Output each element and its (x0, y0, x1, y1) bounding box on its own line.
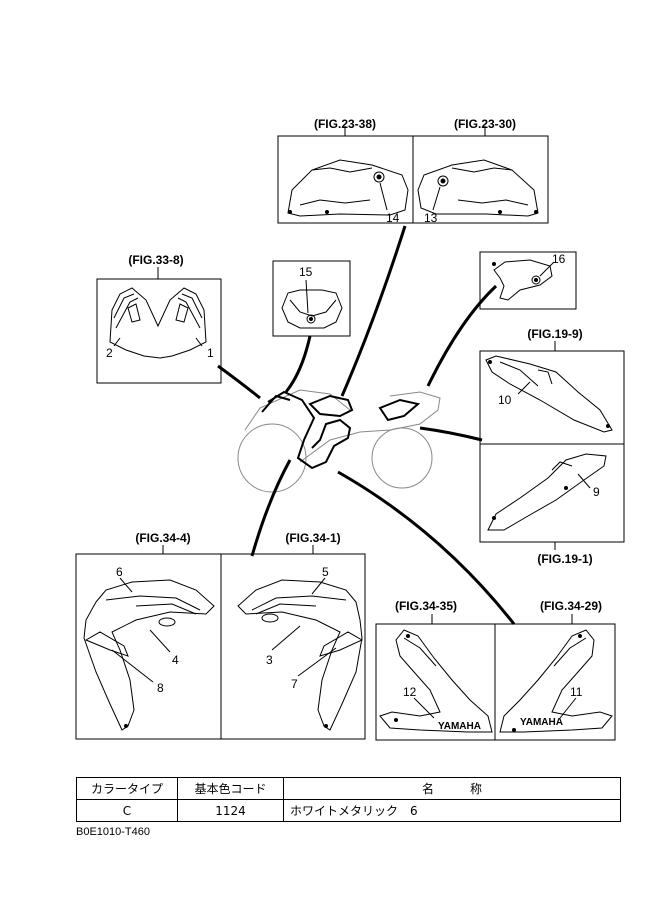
callout-2: 2 (106, 346, 113, 360)
callout-10: 10 (498, 393, 512, 407)
fig-34-35-label: (FIG.34-35) (395, 599, 457, 613)
fig-23-30-label: (FIG.23-30) (454, 117, 516, 131)
panel-tail-emblem (479, 251, 577, 310)
callout-6: 6 (116, 565, 123, 579)
panel-front-cowl (96, 267, 222, 384)
fig-34-29-label: (FIG.34-29) (540, 599, 602, 613)
fig-34-4-label: (FIG.34-4) (135, 531, 190, 545)
panel-side-cowls (75, 545, 366, 740)
table-header-row: カラータイプ 基本色コード 名 称 (76, 777, 621, 800)
fig-23-38-label: (FIG.23-38) (314, 117, 376, 131)
cell-base-color-code: 1124 (177, 799, 284, 822)
fig-33-8-label: (FIG.33-8) (128, 253, 183, 267)
fig-19-9-label: (FIG.19-9) (527, 327, 582, 341)
cell-color-type: C (76, 799, 178, 822)
yamaha-decal-right: YAMAHA (520, 717, 563, 728)
color-code-table: カラータイプ 基本色コード 名 称 C 1124 ホワイトメタリック 6 (76, 777, 621, 822)
fig-19-1-label: (FIG.19-1) (537, 552, 592, 566)
callout-8: 8 (157, 681, 164, 695)
fig-34-1-label: (FIG.34-1) (285, 531, 340, 545)
yamaha-decals: YAMAHA YAMAHA (438, 717, 563, 732)
callout-12: 12 (403, 685, 417, 699)
document-code: B0E1010-T460 (76, 826, 150, 838)
panel-screen-emblem (272, 260, 351, 337)
callout-9: 9 (593, 485, 600, 499)
callout-16: 16 (552, 252, 566, 266)
callout-15: 15 (299, 265, 313, 279)
header-base-color-code: 基本色コード (177, 777, 284, 800)
panel-seat-covers (277, 126, 549, 224)
callout-1: 1 (207, 346, 214, 360)
header-name: 名 称 (283, 777, 621, 800)
callout-5: 5 (322, 565, 329, 579)
callout-4: 4 (172, 653, 179, 667)
callout-3: 3 (266, 653, 273, 667)
motorcycle-outline (237, 389, 441, 493)
table-row: C 1124 ホワイトメタリック 6 (76, 799, 621, 822)
leader-lines (217, 225, 516, 625)
panel-tail-sides (479, 341, 625, 550)
panel-under-cowls (375, 614, 616, 741)
callout-11: 11 (570, 685, 583, 699)
header-color-type: カラータイプ (76, 777, 178, 800)
yamaha-decal-left: YAMAHA (438, 721, 481, 732)
callout-13: 13 (424, 211, 438, 225)
figure-labels: (FIG.23-38) (FIG.23-30) (FIG.33-8) (FIG.… (128, 117, 602, 613)
callout-14: 14 (386, 211, 400, 225)
callout-7: 7 (291, 677, 298, 691)
cell-color-name: ホワイトメタリック 6 (283, 799, 621, 822)
callout-numbers: 1 2 3 4 5 6 7 8 9 10 11 12 13 14 15 16 (106, 211, 600, 699)
